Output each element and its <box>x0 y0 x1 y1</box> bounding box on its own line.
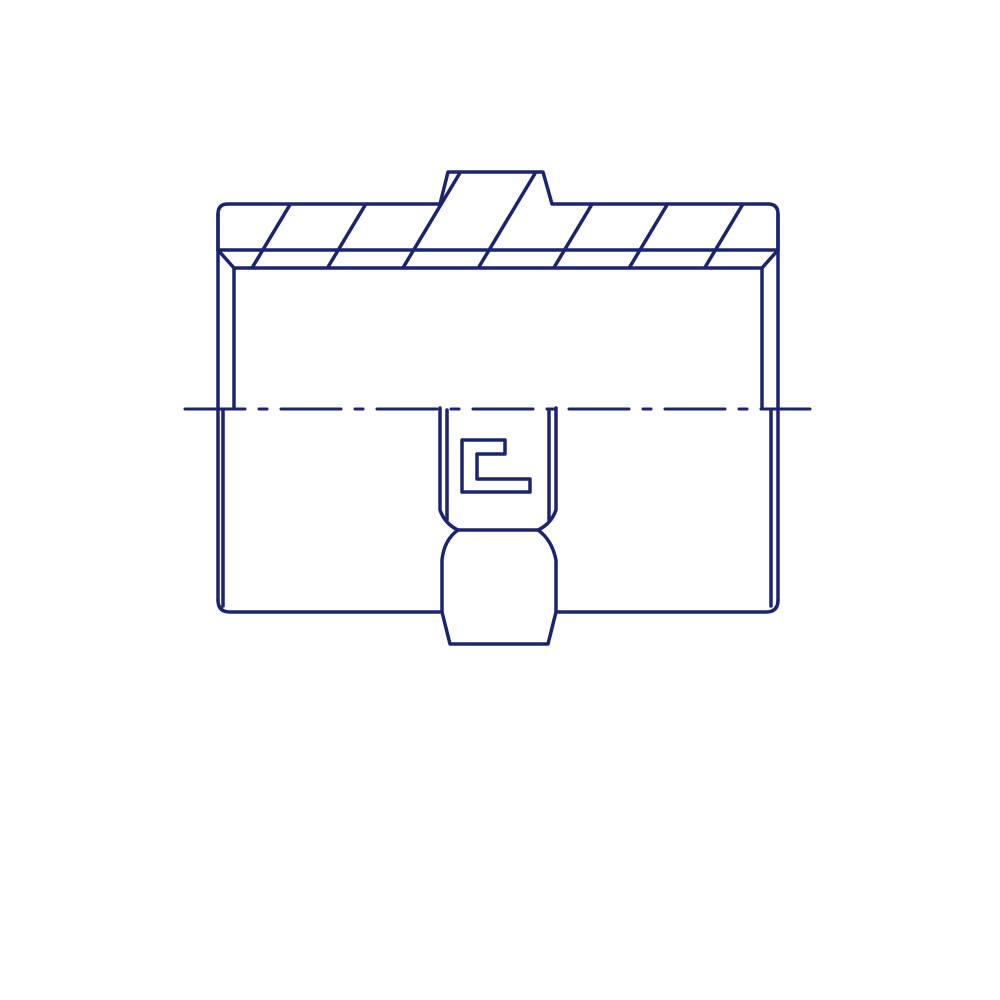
logo-mark <box>460 438 532 494</box>
right-thread-body <box>554 598 780 614</box>
hatch-line <box>250 172 314 268</box>
left-thread-body <box>216 598 444 614</box>
hatch-line <box>627 172 691 268</box>
hatch-line <box>476 172 541 268</box>
hatch-line <box>551 172 616 268</box>
hex-nut-flat-lower <box>440 528 558 646</box>
hatch-line <box>702 172 767 268</box>
bore-chamfer <box>216 248 780 270</box>
hatch-line <box>325 172 390 268</box>
hatch-line <box>401 172 465 268</box>
hex-nut-flat-upper <box>438 406 558 532</box>
hatch-line <box>780 168 840 268</box>
